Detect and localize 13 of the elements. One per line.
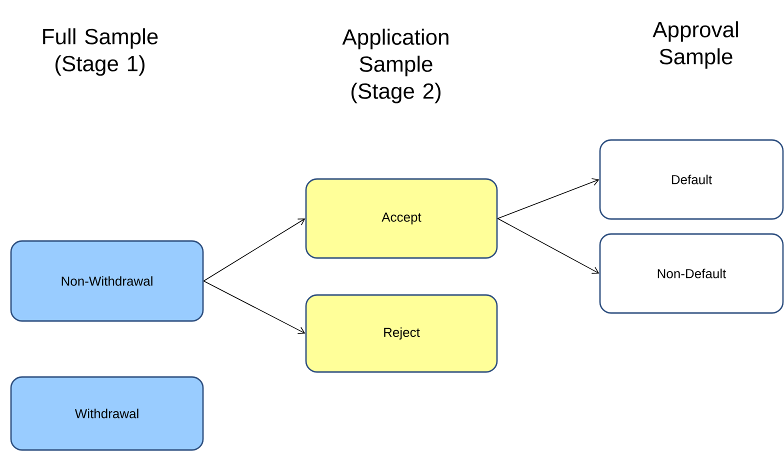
process-box: Non-Default (599, 233, 784, 314)
arrow (497, 218, 600, 274)
process-box: Withdrawal (10, 376, 204, 451)
process-box: Accept (305, 178, 498, 259)
arrow (203, 280, 306, 334)
column-heading: Application Sample (Stage 2) (342, 28, 448, 104)
column-heading: Full Sample (Stage 1) (43, 28, 158, 76)
arrow (203, 218, 306, 282)
process-box: Default (599, 139, 784, 220)
column-heading: Approval Sample (652, 21, 738, 69)
process-box: Reject (305, 294, 498, 373)
process-box: Non-Withdrawal (10, 240, 204, 322)
arrow (497, 178, 600, 219)
